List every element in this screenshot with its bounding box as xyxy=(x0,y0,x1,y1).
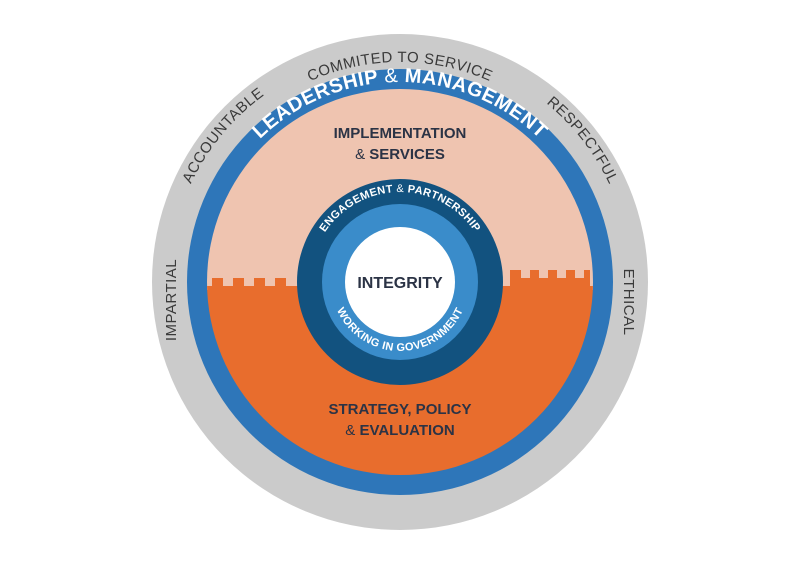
value-ethical: ETHICAL xyxy=(620,269,637,336)
crenellation-right-gaps xyxy=(521,270,584,278)
integrity-core xyxy=(345,227,455,337)
implementation-label-line1: IMPLEMENTATION xyxy=(334,125,467,142)
implementation-label-line2: & SERVICES xyxy=(355,146,445,163)
value-impartial: IMPARTIAL xyxy=(163,259,180,341)
integrity-label: INTEGRITY xyxy=(357,275,443,292)
strategy-label-line1: STRATEGY, POLICY xyxy=(328,401,471,418)
strategy-label-line2: & EVALUATION xyxy=(345,422,454,439)
crenellation-left xyxy=(212,278,286,288)
